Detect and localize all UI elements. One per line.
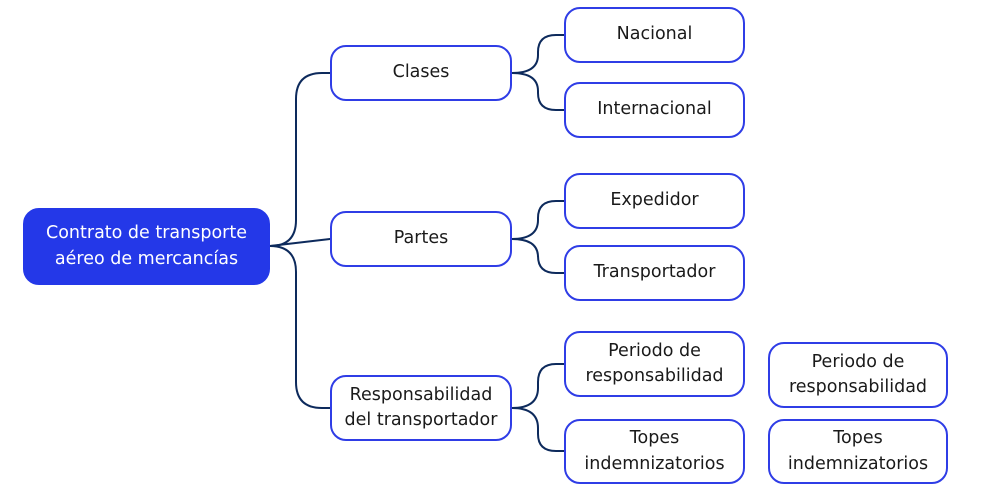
node-responsabilidad-line1: Responsabilidad: [349, 384, 493, 405]
node-periodo-line1: Periodo de: [608, 340, 701, 361]
node-expedidor: Expedidor: [564, 173, 745, 229]
connector-clases-to-nacional: [511, 34, 565, 74]
root-node-line2: aéreo de mercancías: [54, 248, 239, 269]
node-transportador-label: Transportador: [593, 262, 716, 283]
node-internacional: Internacional: [564, 82, 745, 138]
connector-responsabilidad-to-topes: [511, 407, 565, 452]
node-topes-indemnizatorios-duplicate: Topes indemnizatorios: [768, 419, 948, 484]
node-nacional-label: Nacional: [616, 24, 693, 45]
node-topes-dup-line1: Topes: [833, 428, 883, 449]
node-periodo-line2: responsabilidad: [585, 366, 724, 386]
root-node: Contrato de transporte aéreo de mercancí…: [23, 208, 270, 285]
node-topes-line1: Topes: [629, 428, 680, 449]
node-clases-label: Clases: [392, 62, 450, 83]
node-periodo-responsabilidad: Periodo de responsabilidad: [564, 331, 745, 397]
node-topes-dup-line2: indemnizatorios: [787, 453, 929, 474]
node-clases: Clases: [330, 45, 512, 101]
node-responsabilidad: Responsabilidad del transportador: [330, 375, 512, 441]
connector-root-to-responsabilidad: [269, 245, 331, 409]
node-topes-indemnizatorios: Topes indemnizatorios: [564, 419, 745, 484]
node-expedidor-label: Expedidor: [610, 190, 699, 211]
node-topes-line2: indemnizatorios: [584, 453, 725, 474]
node-nacional: Nacional: [564, 7, 745, 63]
connector-root-to-partes: [269, 238, 331, 247]
node-periodo-dup-line1: Periodo de: [811, 351, 905, 372]
node-periodo-dup-line2: responsabilidad: [788, 377, 928, 397]
connector-responsabilidad-to-periodo: [511, 363, 565, 409]
connector-partes-to-transportador: [511, 238, 565, 274]
root-node-line1: Contrato de transporte: [46, 223, 247, 244]
connector-partes-to-expedidor: [511, 200, 565, 240]
node-responsabilidad-line2: del transportador: [344, 410, 498, 430]
node-internacional-label: Internacional: [597, 99, 712, 120]
node-partes-label: Partes: [393, 228, 449, 249]
node-partes: Partes: [330, 211, 512, 267]
node-periodo-responsabilidad-duplicate: Periodo de responsabilidad: [768, 342, 948, 408]
connector-root-to-clases: [269, 72, 331, 247]
node-transportador: Transportador: [564, 245, 745, 301]
connector-clases-to-internacional: [511, 72, 565, 111]
